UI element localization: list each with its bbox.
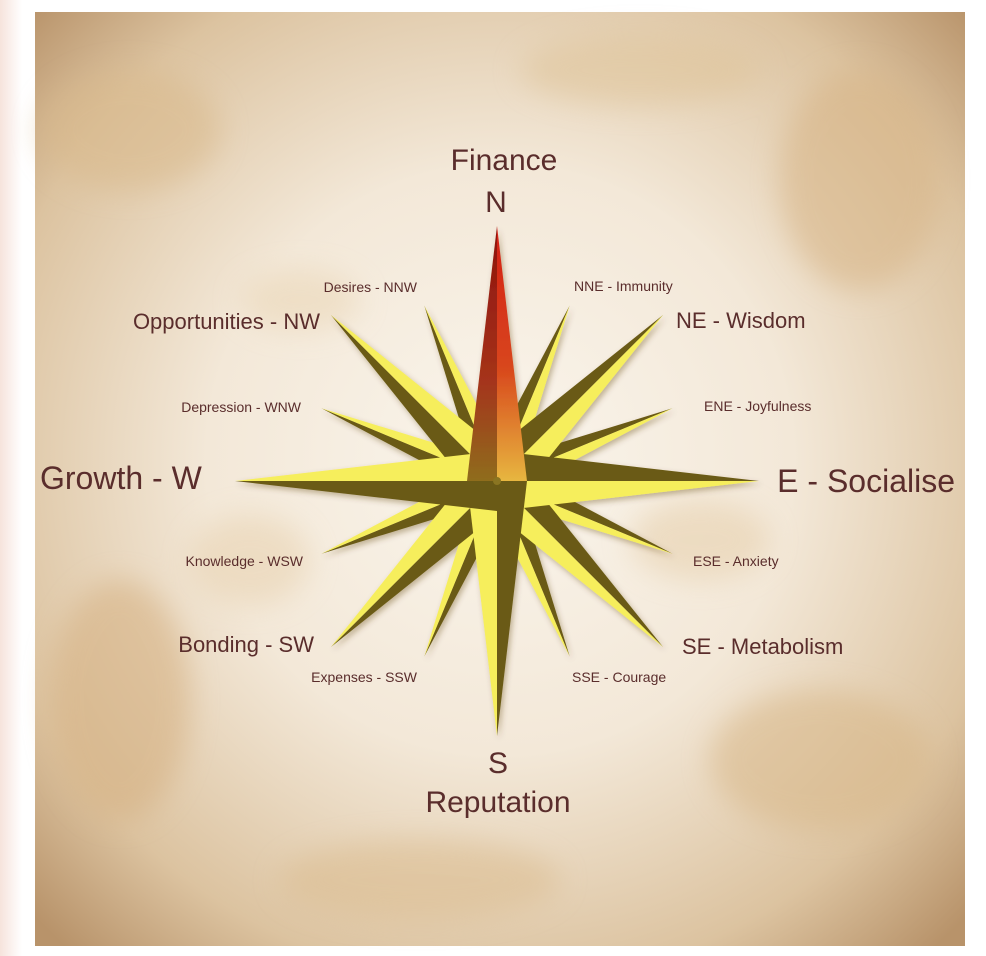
star-point-nw xyxy=(330,314,516,500)
star-point-nw-shade xyxy=(330,314,497,500)
star-point-ne-shade xyxy=(478,314,664,481)
star-point-w-face xyxy=(235,451,497,481)
north-letter-label: N xyxy=(485,186,507,219)
north-name-label: Finance xyxy=(451,144,558,177)
star-point-s-face xyxy=(467,481,497,736)
star-center xyxy=(493,477,501,485)
south-name-label: Reputation xyxy=(425,786,570,819)
star-point-s xyxy=(467,481,527,736)
star-point-w-shade xyxy=(235,481,497,511)
south-letter-label: S xyxy=(488,747,508,780)
star-point-sw xyxy=(330,462,516,648)
ese-label: ESE - Anxiety xyxy=(693,553,779,569)
ene-label: ENE - Joyfulness xyxy=(704,398,811,414)
compass-star xyxy=(235,226,759,736)
star-point-n-face xyxy=(497,226,527,481)
star-point-ne xyxy=(478,314,664,500)
star-point-se-face xyxy=(478,481,664,648)
star-point-e-face xyxy=(497,481,759,511)
ssw-label: Expenses - SSW xyxy=(311,669,418,685)
star-point-sw-shade xyxy=(330,481,516,648)
star-point-s-shade xyxy=(497,481,527,736)
sse-label: SSE - Courage xyxy=(572,669,666,685)
star-point-nw-face xyxy=(330,314,516,481)
star-point-e xyxy=(497,451,759,511)
star-point-n xyxy=(467,226,527,481)
wsw-label: Knowledge - WSW xyxy=(186,553,304,569)
parchment-stains xyxy=(40,35,940,920)
star-point-ne-face xyxy=(497,314,664,500)
northeast-label: NE - Wisdom xyxy=(676,308,806,333)
west-label: Growth - W xyxy=(40,460,203,496)
star-point-n-shade xyxy=(467,226,497,481)
star-point-sw-face xyxy=(330,462,497,648)
star-point-se xyxy=(478,462,664,648)
star-point-se-shade xyxy=(497,462,664,648)
nne-label: NNE - Immunity xyxy=(574,278,673,294)
northwest-label: Opportunities - NW xyxy=(133,309,320,334)
southeast-label: SE - Metabolism xyxy=(682,634,843,659)
southwest-label: Bonding - SW xyxy=(178,632,314,657)
left-edge-tint xyxy=(0,0,22,956)
nnw-label: Desires - NNW xyxy=(324,279,418,295)
star-point-e-shade xyxy=(497,451,759,481)
star-point-w xyxy=(235,451,497,511)
east-label: E - Socialise xyxy=(777,463,955,499)
wnw-label: Depression - WNW xyxy=(181,399,302,415)
